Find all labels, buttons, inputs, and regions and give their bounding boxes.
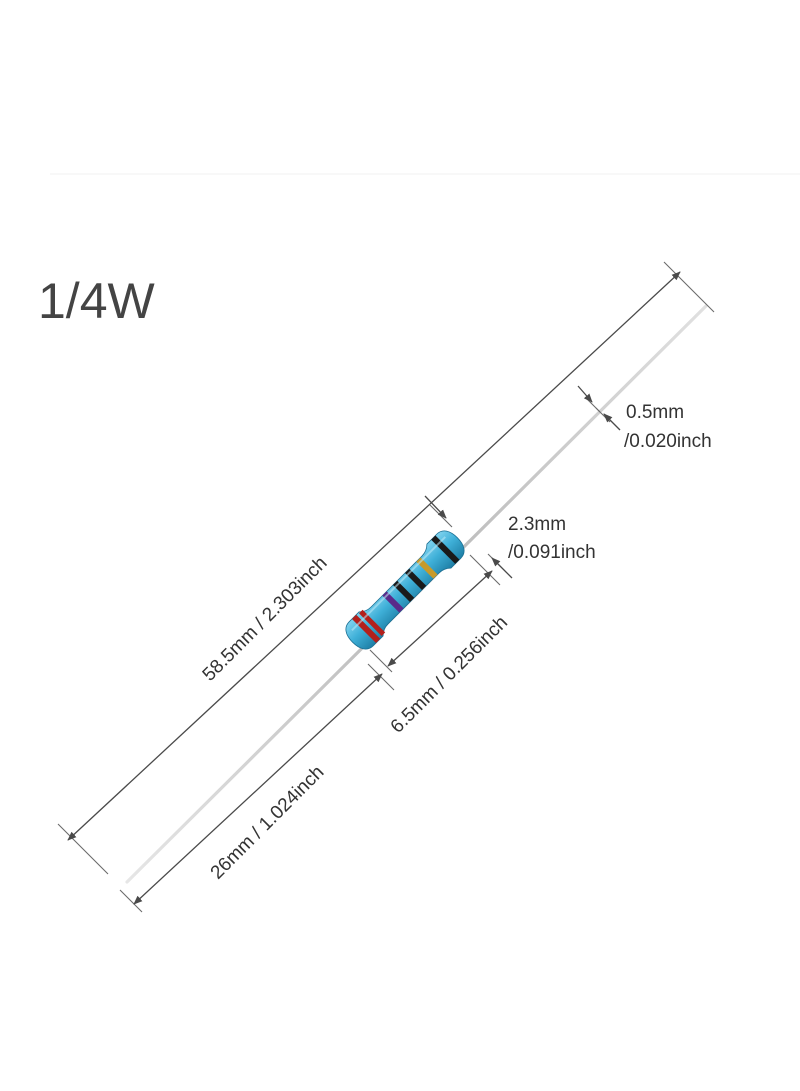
body-length-label: 6.5mm / 0.256inch xyxy=(387,612,512,737)
resistor-body xyxy=(345,530,465,650)
body-diameter-mm: 2.3mm xyxy=(508,514,566,535)
lead-length-dimension xyxy=(119,663,395,913)
lead-diameter-dimension xyxy=(577,385,621,431)
body-diameter-inch: /0.091inch xyxy=(508,542,596,563)
lead-diameter-mm: 0.5mm xyxy=(626,402,684,423)
total-length-dimension xyxy=(57,261,715,875)
total-length-label: 58.5mm / 2.303inch xyxy=(199,553,332,686)
body-length-dimension xyxy=(369,554,501,673)
body-highlight xyxy=(351,536,447,632)
wattage-title: 1/4W xyxy=(38,273,156,329)
lead-diameter-inch: /0.020inch xyxy=(624,431,712,452)
body-diameter-dimension xyxy=(424,495,513,579)
